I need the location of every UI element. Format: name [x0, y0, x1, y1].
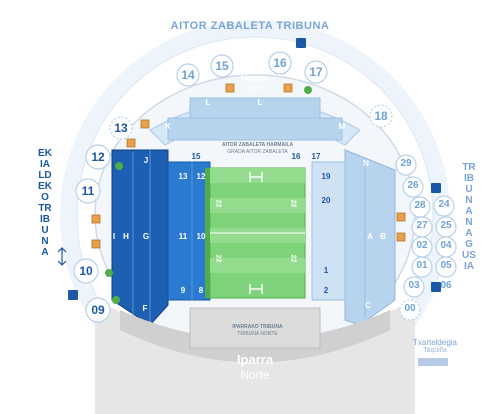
sector-letter: G — [142, 232, 150, 241]
sector-letter: I — [112, 232, 116, 241]
field-marker: 22 — [289, 254, 297, 263]
stand-north-sublabel: Norte — [240, 368, 270, 382]
gate-number: 15 — [215, 59, 229, 73]
sector-letter: K — [165, 122, 171, 131]
gate-number: 05 — [440, 260, 452, 271]
sector-number: 10 — [196, 232, 206, 241]
gate-number: 27 — [416, 220, 428, 231]
header-top: AITOR ZABALETA TRIBUNA — [170, 20, 330, 32]
stand-south-sublabel: Sur — [248, 84, 262, 93]
gate-number: 17 — [309, 65, 323, 79]
sector-letter: L — [257, 98, 263, 107]
gate-number: 14 — [181, 68, 195, 82]
inner-top-label: AITOR ZABALETA HARMAILA — [221, 142, 294, 148]
gate-number: 11 — [81, 184, 95, 198]
sector-letter: L — [205, 98, 211, 107]
stand-south-label: Hegoa — [241, 73, 269, 83]
ticket-office-sublabel: Taquilla — [423, 347, 447, 354]
sector-number: 17 — [311, 152, 321, 161]
sector-number: 20 — [321, 196, 331, 205]
field-marker: 22 — [214, 199, 222, 208]
gate-number: 01 — [416, 260, 428, 271]
arrow-icon — [57, 247, 67, 266]
gate-number: 04 — [440, 240, 452, 251]
inner-bottom-label: IPARRAKO TRIBUNA — [232, 324, 283, 330]
inner-bottom-sublabel: TRIBUNA NORTE — [237, 331, 278, 337]
sector-number: 2 — [323, 286, 329, 295]
ticket-office-label: Txarteldegia — [412, 338, 458, 347]
gate-number: 29 — [400, 158, 412, 169]
gate-number: 18 — [374, 109, 388, 123]
field-marker: 22 — [289, 199, 297, 208]
sector-letter: F — [142, 304, 148, 313]
gate-number: 02 — [416, 240, 428, 251]
sector-letter: M — [338, 122, 346, 131]
sector-letter: H — [123, 232, 129, 241]
gate-number: 13 — [114, 121, 128, 135]
gate-number: 06 — [440, 280, 452, 291]
pitch-stripe — [210, 168, 305, 183]
gate-number: 28 — [414, 200, 426, 211]
header-right: TRIBUNA NAGUSIA — [462, 162, 476, 272]
wheelchair-icon — [105, 86, 312, 304]
gate-number: 03 — [408, 280, 420, 291]
gate-number: 25 — [440, 220, 452, 231]
gate-number: 09 — [91, 303, 105, 317]
sector-number: 16 — [291, 152, 301, 161]
stand-north[interactable] — [189, 307, 321, 349]
sector-number: 12 — [196, 172, 206, 181]
goalpost-bottom — [249, 284, 263, 294]
pitch-stripe — [210, 198, 305, 213]
gate-number: 12 — [91, 150, 105, 164]
sector-letter: A — [367, 232, 373, 241]
sector-number: 13 — [178, 172, 188, 181]
stand-east-inner[interactable] — [167, 161, 211, 301]
gate-circles — [73, 51, 457, 323]
sector-letter: B — [380, 232, 386, 241]
pitch-edge-left — [205, 168, 210, 298]
sector-letter: N — [363, 159, 369, 168]
ticket-office-marker — [418, 358, 448, 366]
stand-north-edge — [120, 310, 390, 363]
gate-number: 00 — [404, 303, 416, 314]
gate-number: 26 — [407, 180, 419, 191]
gate-number: 24 — [438, 199, 450, 210]
header-left: EKIALDEKO TRIBUNA — [38, 148, 52, 258]
wheelchair-icon — [68, 38, 441, 300]
sector-number: 9 — [180, 286, 186, 295]
field-marker: 22 — [214, 254, 222, 263]
sector-letter: J — [143, 156, 149, 165]
restricted-x-icon — [91, 83, 406, 249]
sector-number: 1 — [323, 266, 329, 275]
sector-number: 11 — [178, 232, 188, 241]
inner-top-sublabel: GRADA AITOR ZABALETA — [227, 149, 288, 155]
stand-north-label: Iparra — [236, 352, 274, 367]
stand-main-inner[interactable] — [311, 161, 346, 301]
stand-south-mid[interactable] — [167, 117, 343, 141]
sector-number: 8 — [198, 286, 204, 295]
sector-number: 19 — [321, 172, 331, 181]
goalpost-top — [249, 172, 263, 182]
pitch-stripe — [210, 258, 305, 273]
sector-letter: C — [365, 301, 371, 310]
gate-number: 16 — [273, 56, 287, 70]
gate-number: 10 — [79, 264, 93, 278]
pitch-stripe — [210, 228, 305, 243]
sector-number: 15 — [191, 152, 201, 161]
